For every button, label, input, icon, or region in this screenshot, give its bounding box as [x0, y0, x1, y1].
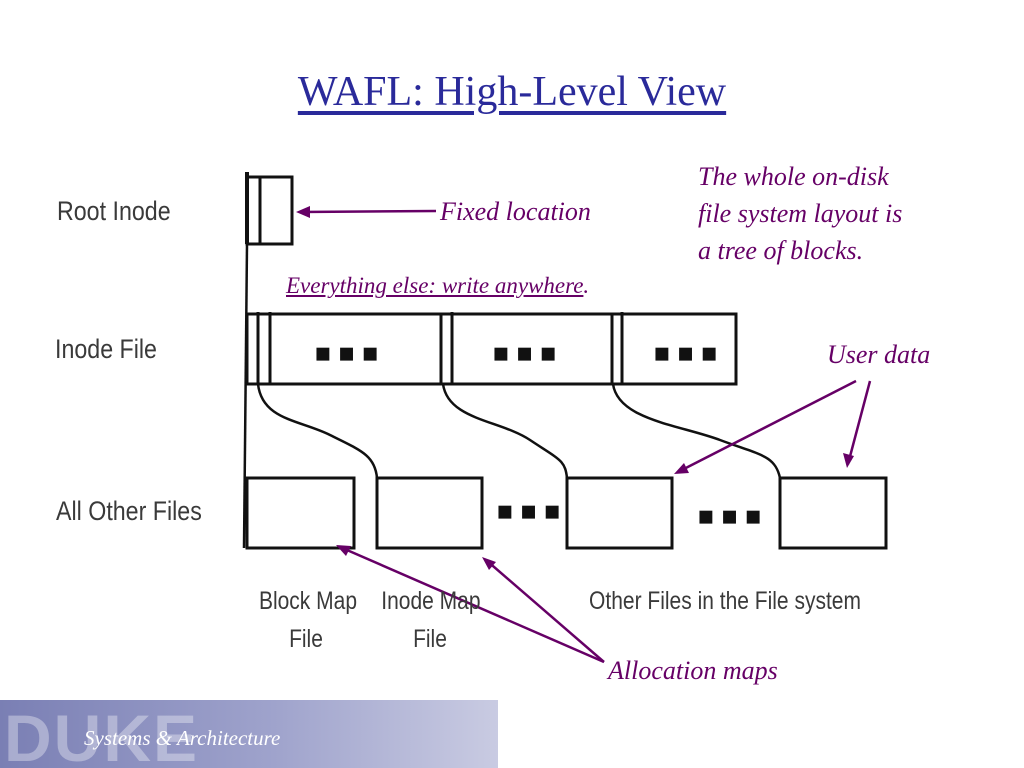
footer-bar: DUKE Systems & Architecture: [0, 700, 498, 768]
caption-block-map-file: Block Map File: [258, 582, 358, 658]
bottom-row-ellipsis-2: ▪▪▪: [697, 501, 768, 531]
footer-text: Systems & Architecture: [84, 726, 281, 750]
caption-block-map-line-1: Block Map: [258, 587, 358, 615]
arrowhead-user-data-1: [674, 463, 689, 474]
block-map-file-block: [245, 476, 356, 550]
annotation-write-anywhere-period: .: [583, 273, 590, 298]
caption-inode-map-file: Inode Map File: [381, 582, 481, 658]
caption-other-files: Other Files in the File system: [589, 587, 861, 615]
arrowhead-allocation-inode-map: [482, 557, 496, 570]
arrow-allocation-inode-map: [485, 559, 605, 663]
annotation-tree-line-2: file system layout is: [698, 199, 903, 228]
duke-logo: DUKE: [4, 701, 200, 768]
user-data-block-2: [778, 476, 888, 550]
inode-file-ellipsis-2: ▪▪▪: [492, 338, 563, 368]
arrowhead-allocation-block-map: [336, 545, 351, 556]
annotation-write-anywhere: Everything else: write anywhere.: [286, 267, 589, 304]
row-label-all-other-files: All Other Files: [56, 496, 202, 526]
arrow-fixed-location: [299, 209, 437, 214]
inode-file-block-3: [610, 312, 738, 386]
arrow-allocation-block-map: [339, 545, 605, 664]
inode-file-ellipsis-3: ▪▪▪: [653, 338, 724, 368]
annotation-tree-line-3: a tree of blocks.: [698, 236, 864, 265]
annotation-write-anywhere-text: Everything else: write anywhere: [286, 273, 584, 298]
row-label-root-inode: Root Inode: [57, 196, 171, 226]
inode-file-ellipsis-1: ▪▪▪: [314, 338, 385, 368]
connector-to-user-data-2: [611, 383, 782, 479]
caption-inode-map-line-2: File: [413, 625, 447, 653]
arrowhead-fixed-location: [296, 206, 310, 218]
root-inode-block: [245, 175, 294, 246]
annotation-fixed-location: Fixed location: [440, 197, 591, 226]
caption-inode-map-line-1: Inode Map: [381, 587, 481, 615]
connector-to-inode-map: [256, 383, 379, 479]
inode-map-file-block: [375, 476, 484, 550]
connector-to-user-data-1: [441, 383, 569, 479]
arrowhead-user-data-2: [843, 453, 854, 468]
arrow-user-data-1: [677, 379, 857, 474]
slide-title: WAFL: High-Level View: [297, 69, 727, 115]
tree-spine: [242, 243, 249, 549]
annotation-tree-line-1: The whole on-disk: [698, 162, 889, 191]
row-label-inode-file: Inode File: [55, 334, 157, 364]
bottom-row-ellipsis-1: ▪▪▪: [496, 496, 567, 526]
annotation-user-data: User data: [827, 340, 931, 369]
caption-block-map-line-2: File: [289, 625, 323, 653]
annotation-allocation-maps: Allocation maps: [608, 656, 778, 685]
annotation-tree-of-blocks: The whole on-disk file system layout is …: [698, 158, 902, 269]
user-data-block-1: [565, 476, 674, 550]
arrow-user-data-2: [846, 380, 872, 465]
